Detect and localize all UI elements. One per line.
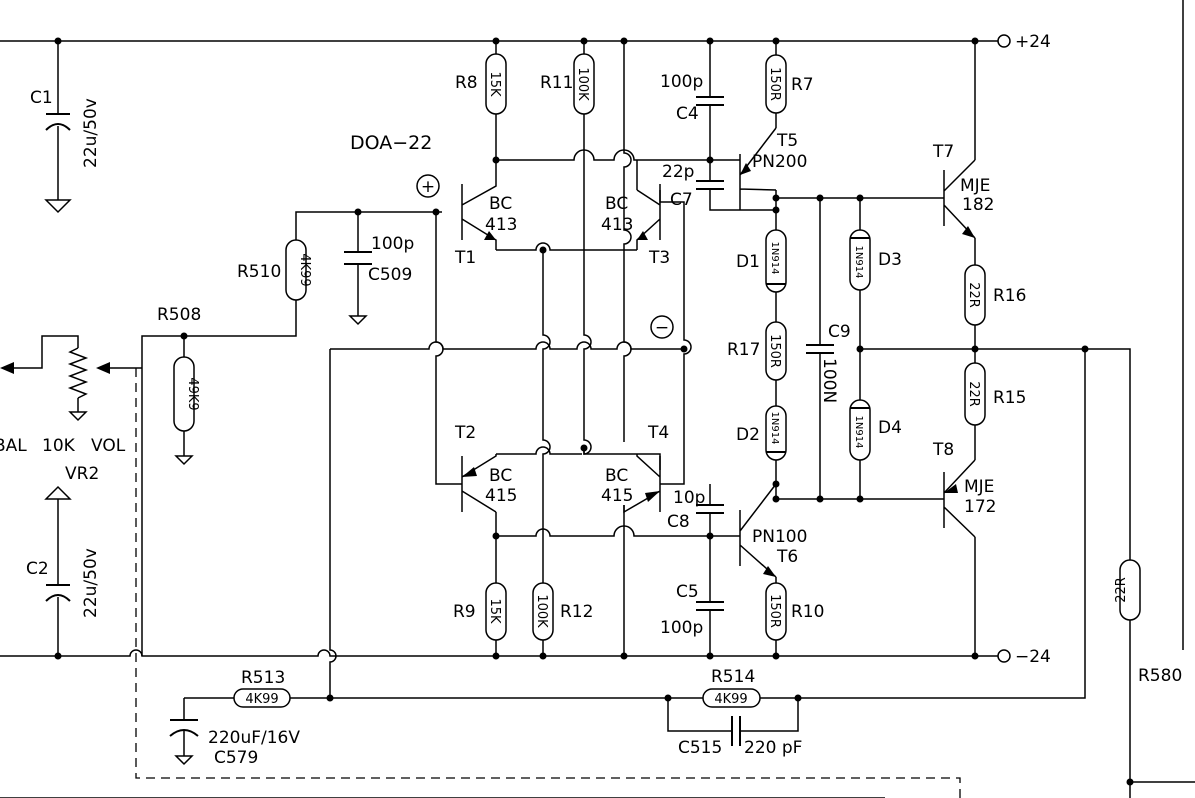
t6-ref: T6 bbox=[776, 547, 798, 567]
c7-value: 22p bbox=[662, 162, 694, 182]
t7-ref: T7 bbox=[932, 142, 954, 162]
r16-value: 22R bbox=[966, 282, 981, 308]
t4-ref: T4 bbox=[647, 423, 669, 443]
t7-type: MJE bbox=[960, 176, 990, 196]
r580-value: 22R bbox=[1114, 577, 1129, 603]
t3-type: BC bbox=[605, 194, 628, 214]
t2-part: 415 bbox=[485, 486, 517, 506]
d2-value: 1N914 bbox=[769, 412, 780, 445]
pot-value-label: 10K bbox=[42, 436, 76, 456]
d1-ref: D1 bbox=[736, 252, 760, 272]
diode-symbols bbox=[765, 229, 871, 461]
r7-value: 150R bbox=[767, 67, 782, 101]
r9-ref: R9 bbox=[453, 602, 476, 622]
t8-part: 172 bbox=[964, 497, 996, 517]
c2-ref: C2 bbox=[26, 559, 49, 579]
d1-value: 1N914 bbox=[769, 242, 780, 275]
c5-value: 100p bbox=[660, 618, 703, 638]
d2-ref: D2 bbox=[736, 425, 760, 445]
r12-ref: R12 bbox=[560, 602, 593, 622]
r580-ref: R580 bbox=[1138, 666, 1182, 686]
minus-input-marker bbox=[650, 315, 674, 339]
r11-value: 100K bbox=[575, 67, 590, 101]
c9-ref: C9 bbox=[828, 322, 851, 342]
c515-value: 220 pF bbox=[744, 738, 802, 758]
t3-ref: T3 bbox=[648, 248, 670, 268]
c5-ref: C5 bbox=[676, 582, 699, 602]
r510-ref: R510 bbox=[237, 262, 281, 282]
r17-value: 150R bbox=[767, 334, 782, 368]
pot-ref-label: VR2 bbox=[65, 464, 99, 484]
t4-type: BC bbox=[605, 466, 628, 486]
r16-ref: R16 bbox=[993, 286, 1026, 306]
r17-ref: R17 bbox=[727, 340, 760, 360]
minus-input-label: − bbox=[655, 318, 669, 338]
t4-part: 415 bbox=[601, 486, 633, 506]
t1-ref: T1 bbox=[454, 248, 476, 268]
c8-ref: C8 bbox=[667, 512, 690, 532]
d4-ref: D4 bbox=[878, 418, 902, 438]
d4-value: 1N914 bbox=[853, 416, 864, 449]
r11-ref: R11 bbox=[540, 73, 573, 93]
r510-value: 4K99 bbox=[297, 253, 312, 286]
c509-value: 100p bbox=[371, 234, 414, 254]
c509-ref: C509 bbox=[368, 265, 412, 285]
r513-value: 4K99 bbox=[245, 692, 278, 707]
c579-value: 220uF/16V bbox=[208, 728, 300, 748]
r508-ref: R508 bbox=[157, 305, 201, 325]
r508-value: 49K9 bbox=[185, 377, 200, 410]
pot-bal-label: BAL bbox=[0, 436, 27, 456]
c4-value: 100p bbox=[660, 72, 703, 92]
r513-ref: R513 bbox=[241, 668, 285, 688]
t2-type: BC bbox=[489, 466, 512, 486]
c579-ref: C579 bbox=[214, 748, 258, 768]
r12-value: 100K bbox=[534, 594, 549, 628]
t8-ref: T8 bbox=[932, 440, 954, 460]
c515-ref: C515 bbox=[678, 738, 722, 758]
c9-value: 100N bbox=[819, 358, 839, 403]
rail-neg-label: −24 bbox=[1015, 647, 1051, 667]
r15-value: 22R bbox=[966, 381, 981, 407]
c1-value: 22u/50v bbox=[81, 98, 101, 168]
r10-ref: R10 bbox=[791, 602, 824, 622]
r514-value: 4K99 bbox=[714, 692, 747, 707]
t5-ref: T5 bbox=[776, 131, 798, 151]
c4-ref: C4 bbox=[676, 104, 699, 124]
capacitor-symbols bbox=[45, 96, 834, 766]
transistor-symbols bbox=[461, 127, 976, 578]
c8-value: 10p bbox=[673, 488, 705, 508]
r9-value: 15K bbox=[487, 598, 502, 624]
pot-vol-label: VOL bbox=[91, 436, 126, 456]
rail-pos-label: +24 bbox=[1015, 32, 1051, 52]
r15-ref: R15 bbox=[993, 388, 1026, 408]
r7-ref: R7 bbox=[791, 75, 814, 95]
circuit-title: DOA−22 bbox=[350, 132, 432, 154]
plus-input-marker bbox=[416, 174, 440, 198]
d3-ref: D3 bbox=[878, 250, 902, 270]
t8-type: MJE bbox=[964, 477, 994, 497]
t1-part: 413 bbox=[485, 215, 517, 235]
t2-ref: T2 bbox=[454, 423, 476, 443]
labels: DOA−22 +24 −24 + − C1 22u/50v C2 22u/50v… bbox=[0, 32, 1182, 768]
c2-value: 22u/50v bbox=[81, 548, 101, 618]
t5-part: PN200 bbox=[752, 152, 807, 172]
r8-ref: R8 bbox=[455, 73, 478, 93]
r514-ref: R514 bbox=[711, 667, 755, 687]
d3-value: 1N914 bbox=[853, 246, 864, 279]
junction-dots bbox=[54, 34, 1134, 786]
t3-part: 413 bbox=[601, 215, 633, 235]
resistor-symbols bbox=[173, 53, 1141, 708]
vr2-potentiometer bbox=[0, 347, 110, 399]
t1-type: BC bbox=[489, 194, 512, 214]
r8-value: 15K bbox=[487, 71, 502, 97]
plus-input-label: + bbox=[421, 177, 435, 197]
r10-value: 150R bbox=[767, 594, 782, 628]
t6-part: PN100 bbox=[752, 527, 807, 547]
t7-part: 182 bbox=[962, 195, 994, 215]
c1-ref: C1 bbox=[30, 88, 53, 108]
c7-ref: C7 bbox=[670, 190, 693, 210]
